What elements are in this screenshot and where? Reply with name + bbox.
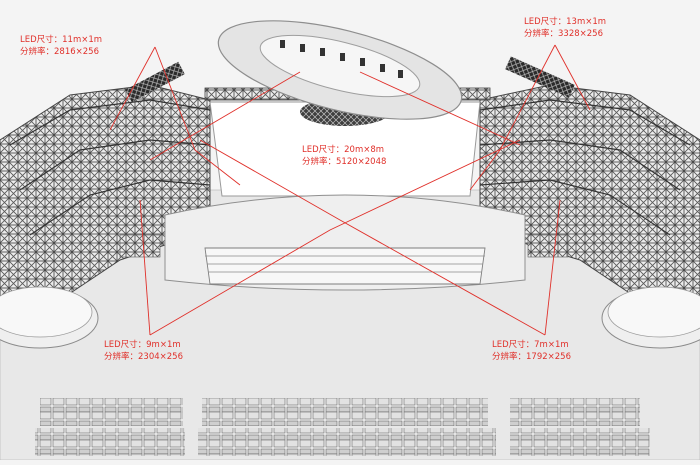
stage-platform [119, 194, 569, 291]
led-annotation-top-right: LED尺寸：13m×1m 分辨率：3328×256 [524, 16, 606, 40]
led-size-label: LED尺寸：9m×1m [104, 340, 181, 350]
led-size-label: LED尺寸：13m×1m [524, 17, 607, 27]
led-size-label: LED尺寸：11m×1m [20, 35, 103, 45]
led-annotation-bottom-left: LED尺寸：9m×1m 分辨率：2304×256 [104, 339, 183, 363]
annotation-leaders [109, 44, 591, 336]
led-resolution-label: 分辨率：2816×256 [20, 47, 99, 57]
audience-seating [35, 398, 650, 456]
side-platforms [0, 286, 700, 349]
led-resolution-label: 分辨率：2304×256 [104, 352, 183, 362]
led-annotation-center: LED尺寸：20m×8m 分辨率：5120×2048 [302, 144, 386, 168]
led-resolution-label: 分辨率：1792×256 [492, 352, 571, 362]
led-resolution-label: 分辨率：3328×256 [524, 29, 603, 39]
led-size-label: LED尺寸：7m×1m [492, 340, 569, 350]
led-size-label: LED尺寸：20m×8m [302, 145, 385, 155]
led-resolution-label: 分辨率：5120×2048 [302, 157, 387, 167]
led-annotation-top-left: LED尺寸：11m×1m 分辨率：2816×256 [20, 34, 102, 58]
led-annotation-bottom-right: LED尺寸：7m×1m 分辨率：1792×256 [492, 339, 571, 363]
